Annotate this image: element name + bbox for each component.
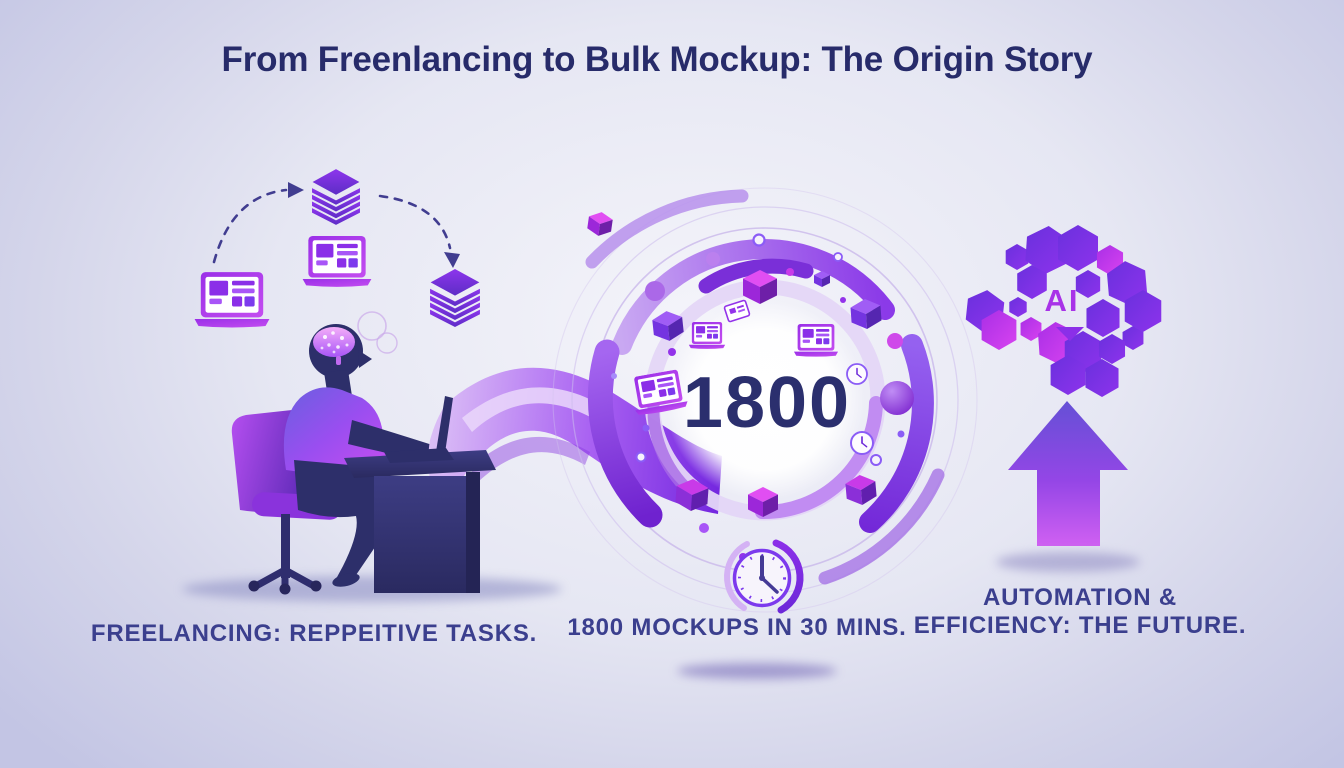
dashed-arrow: [212, 188, 288, 264]
workflow-icons: [194, 169, 480, 328]
transform-ribbon: [428, 367, 722, 514]
mini-laptop-icon: [688, 322, 726, 349]
sphere: [880, 381, 914, 415]
caption-freelancing: FREELANCING: REPPEITIVE TASKS.: [90, 620, 538, 647]
caption-bulk-mockup: 1800 MOCKUPS IN 30 MINS.: [567, 614, 907, 641]
caption-future-line1: AUTOMATION &: [982, 584, 1178, 611]
laptop-icon: [194, 272, 270, 328]
stopwatch-icon: [724, 539, 804, 614]
mockup-count: 1800: [682, 363, 852, 443]
orbit-node: [870, 454, 882, 466]
cube-icon: [586, 210, 614, 238]
desk-laptop: [384, 396, 454, 463]
orbit-node: [752, 233, 766, 247]
person-silhouette: [283, 311, 456, 587]
caption-future: AUTOMATION & EFFICIENCY: THE FUTURE.: [914, 584, 1247, 640]
mini-card-icon: [723, 299, 751, 323]
ai-label: AI: [1044, 283, 1080, 318]
sphere: [645, 281, 665, 301]
dashed-arrow: [378, 194, 452, 250]
sphere: [706, 252, 720, 266]
ai-future-scene: [964, 224, 1162, 572]
laptop-icon: [302, 236, 372, 287]
mini-clock-icon: [850, 431, 874, 455]
freelancer-scene: [182, 169, 562, 602]
caption-future-line2: EFFICIENCY: THE FUTURE.: [913, 612, 1247, 639]
ground-shadow: [677, 663, 837, 679]
ground-shadow: [182, 576, 562, 602]
ai-hex-brain: [964, 224, 1162, 397]
desk: [344, 396, 496, 593]
brain-icon: [313, 327, 355, 365]
layers-stack-icon: [312, 169, 360, 225]
growth-arrow: [1008, 401, 1128, 546]
mockup-vortex: [552, 187, 978, 679]
orbit-node: [833, 252, 843, 262]
arrowhead-icon: [444, 252, 460, 268]
ai-pointer: [1056, 327, 1084, 341]
shirt: [283, 387, 390, 474]
main-title: From Freenlancing to Bulk Mockup: The Or…: [221, 40, 1093, 79]
legs: [294, 460, 395, 583]
layers-stack-icon: [430, 269, 480, 327]
sphere: [887, 333, 903, 349]
orbit-node: [635, 451, 647, 463]
mini-laptop-icon: [793, 324, 839, 357]
thought-bubble: [357, 311, 387, 341]
ground-shadow: [996, 552, 1140, 572]
thought-bubble: [376, 332, 398, 354]
arrowhead-icon: [288, 182, 304, 198]
